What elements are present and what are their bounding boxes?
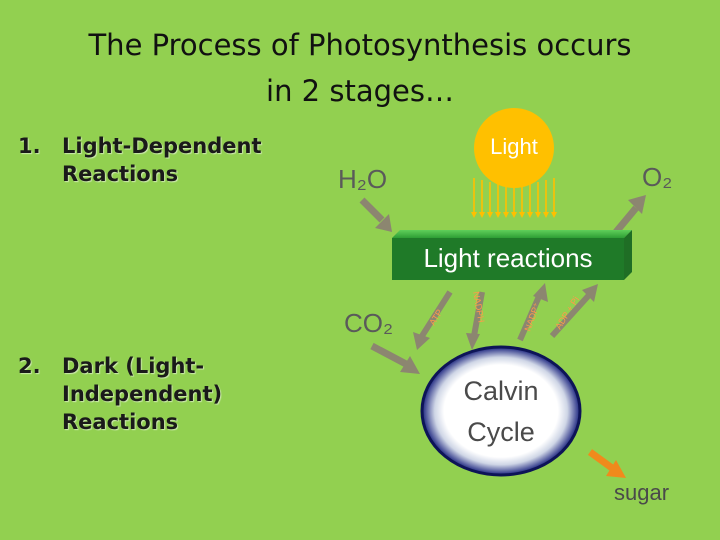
sugar-arrow-icon	[587, 449, 626, 478]
ray-arrowheads	[471, 212, 557, 218]
list-item-2-line-3: Reactions	[62, 410, 179, 434]
nadp-label: NADP⁺	[522, 301, 542, 333]
sugar-label: sugar	[614, 480, 669, 505]
list-item-2-line-2: Independent)	[62, 382, 223, 406]
sun-icon	[474, 108, 554, 188]
list-item-1-line-1: Light-Dependent	[62, 134, 262, 158]
list-number-2: 2.	[18, 354, 41, 378]
list-item-1-line-2: Reactions	[62, 162, 179, 186]
list-item-dark-reactions: 2. Dark (Light- Independent) Reactions	[18, 352, 258, 436]
sun-label: Light	[490, 134, 538, 159]
calvin-label-line-1: Calvin	[463, 376, 538, 406]
title-line-1: The Process of Photosynthesis occurs	[88, 28, 632, 62]
co2-label: CO₂	[344, 308, 393, 338]
co2-arrow-icon	[370, 342, 420, 374]
adp-arrow-icon: ADP + Pi	[549, 284, 598, 339]
water-arrow-icon	[359, 197, 392, 232]
light-rays	[473, 178, 555, 214]
nadp-arrow-icon: NADP⁺	[517, 283, 548, 342]
oxygen-arrow-icon	[613, 195, 646, 235]
slide-title: The Process of Photosynthesis occurs in …	[30, 22, 690, 114]
list-number-1: 1.	[18, 134, 41, 158]
atp-label: ATP	[427, 307, 444, 327]
title-line-2: in 2 stages…	[266, 74, 454, 108]
calvin-cycle: Calvin Cycle	[420, 345, 582, 477]
oxygen-label: O₂	[642, 162, 672, 192]
water-label: H₂O	[338, 164, 387, 194]
list-item-light-dependent: 1. Light-Dependent Reactions	[18, 132, 298, 188]
atp-arrow-icon: ATP	[413, 290, 453, 350]
calvin-label-line-2: Cycle	[467, 417, 535, 447]
nadph-arrow-icon: NADPH	[466, 291, 486, 350]
light-reactions-label: Light reactions	[423, 243, 592, 273]
light-reactions-box: Light reactions	[392, 230, 632, 280]
list-item-2-line-1: Dark (Light-	[62, 354, 205, 378]
